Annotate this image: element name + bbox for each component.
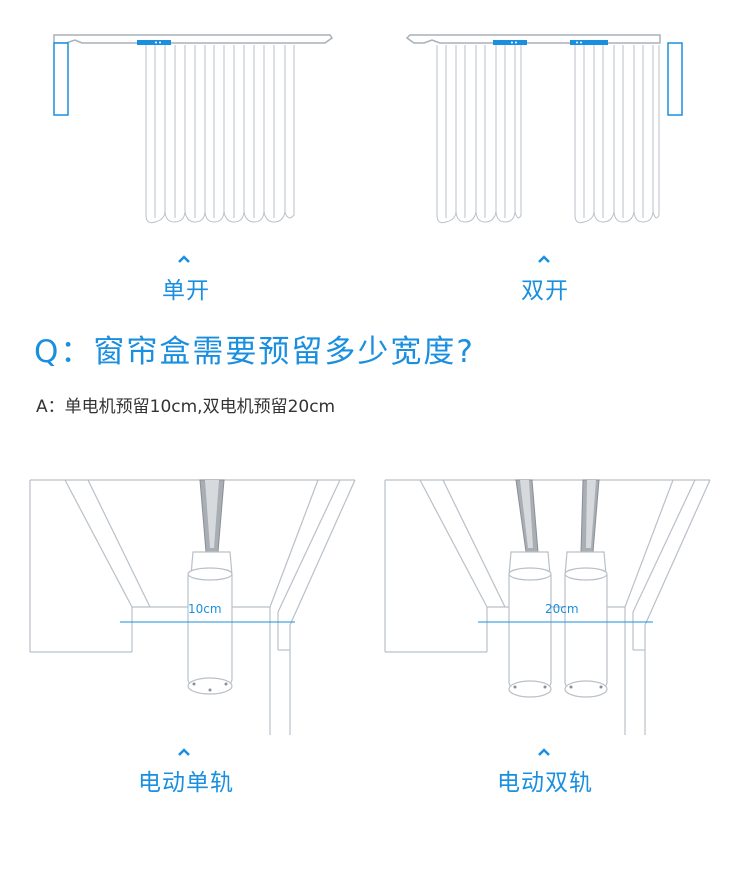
double-motor-right bbox=[564, 479, 608, 698]
question-heading: Q：窗帘盒需要预留多少宽度? bbox=[34, 334, 475, 370]
single-dim-label: 10cm bbox=[188, 602, 222, 616]
chevron-up-icon bbox=[538, 748, 550, 756]
single-open-label: 单开 bbox=[162, 278, 210, 304]
double-open-label: 双开 bbox=[521, 278, 569, 304]
single-curtain-panel bbox=[145, 45, 295, 224]
single-motor bbox=[187, 479, 233, 695]
double-dim-label: 20cm bbox=[545, 602, 579, 616]
chevron-up-icon bbox=[538, 255, 550, 263]
double-track-diagram bbox=[384, 479, 711, 735]
chevron-up-icon bbox=[178, 748, 190, 756]
double-track-label: 电动双轨 bbox=[497, 770, 593, 796]
double-motor-left bbox=[508, 479, 552, 698]
chevron-up-icon bbox=[178, 255, 190, 263]
answer-text: A：单电机预留10cm,双电机预留20cm bbox=[36, 397, 336, 417]
double-rail bbox=[405, 34, 683, 116]
single-track-label: 电动单轨 bbox=[138, 770, 234, 796]
double-curtain-left-panel bbox=[436, 45, 522, 224]
double-curtain-right-panel bbox=[574, 45, 660, 224]
single-rail bbox=[53, 34, 334, 116]
